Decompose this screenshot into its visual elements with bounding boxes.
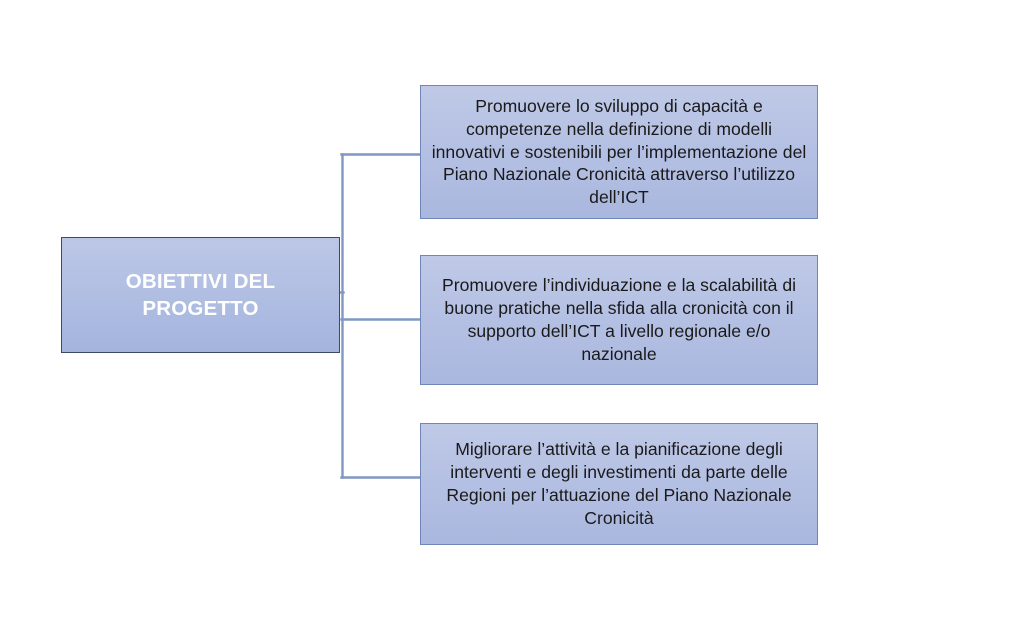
objective-box-3-text: Migliorare l’attività e la pianificazion…: [446, 439, 792, 528]
objective-box-2[interactable]: Promuovere l’individuazione e la scalabi…: [420, 255, 818, 385]
objective-box-3[interactable]: Migliorare l’attività e la pianificazion…: [420, 423, 818, 545]
objective-box-2-text: Promuovere l’individuazione e la scalabi…: [441, 275, 797, 364]
root-node-obiettivi-del-progetto[interactable]: OBIETTIVI DEL PROGETTO: [61, 237, 340, 353]
objective-box-1[interactable]: Promuovere lo sviluppo di capacità e com…: [420, 85, 818, 219]
objective-box-1-text: Promuovere lo sviluppo di capacità e com…: [431, 95, 807, 208]
root-node-label: OBIETTIVI DEL PROGETTO: [125, 269, 276, 320]
